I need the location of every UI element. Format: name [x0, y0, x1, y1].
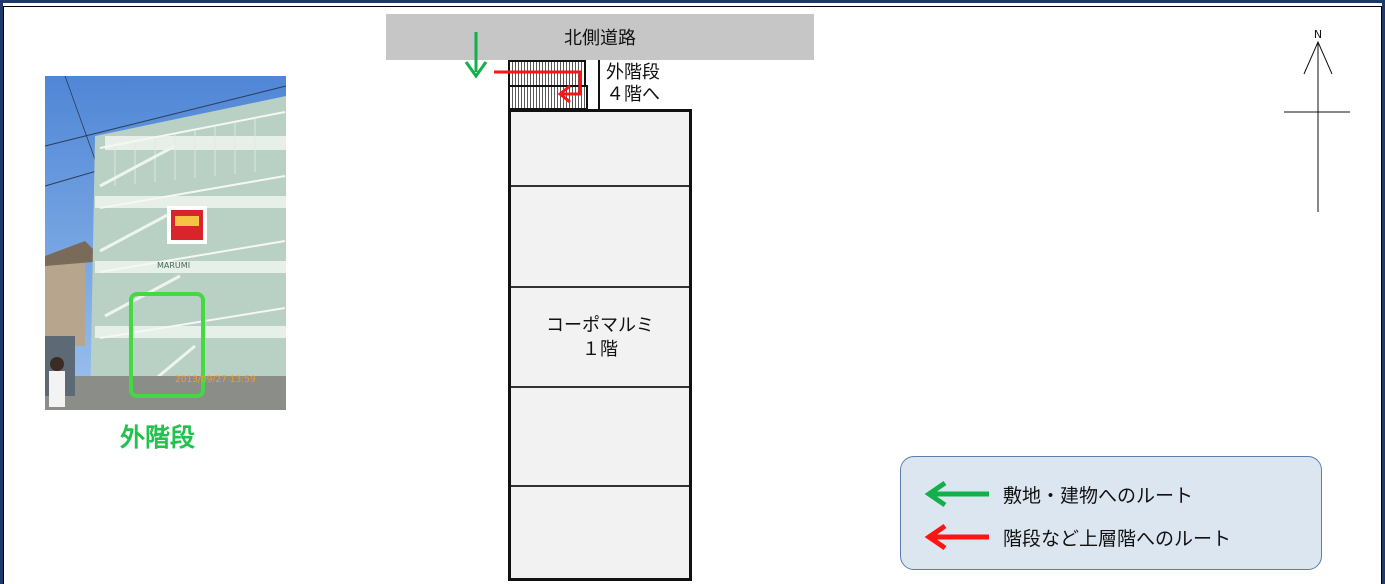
green-route-arrow — [464, 32, 488, 79]
photo-caption: 外階段 — [120, 423, 196, 452]
building-photo: MARUMI 2013/09/27 13:59 — [45, 76, 286, 410]
route-arrows — [464, 32, 582, 104]
sign-text: MARUMI — [157, 261, 190, 270]
compass-north-label: N — [1314, 28, 1322, 41]
photo-illustration: MARUMI 2013/09/27 13:59 — [45, 76, 286, 410]
unit-divider — [511, 185, 689, 187]
green-arrow-icon — [924, 480, 989, 508]
legend-item-upper-floor-route: 階段など上層階へのルート — [921, 522, 1231, 552]
north-road: 北側道路 — [386, 14, 814, 60]
unit-divider — [511, 485, 689, 487]
red-route-arrow — [494, 70, 582, 104]
route-legend: 敷地・建物へのルート 階段など上層階へのルート — [900, 456, 1322, 570]
map-frame — [3, 6, 1382, 584]
legend-item-site-route: 敷地・建物へのルート — [921, 479, 1193, 509]
north-compass: N — [1284, 28, 1350, 212]
red-arrow-icon — [924, 523, 989, 551]
photo-timestamp: 2013/09/27 13:59 — [175, 375, 256, 385]
stair-highlight-box — [129, 292, 205, 398]
stair-label: 外階段 ４階へ — [606, 62, 660, 105]
unit-divider — [511, 286, 689, 288]
legend-label: 階段など上層階へのルート — [1003, 527, 1232, 550]
building-label: コーポマルミ １階 — [546, 315, 654, 360]
building-floorplan: コーポマルミ １階 — [508, 109, 692, 581]
legend-label: 敷地・建物へのルート — [1003, 484, 1194, 507]
unit-divider — [511, 386, 689, 388]
stair-box-edge — [598, 60, 600, 110]
road-label: 北側道路 — [564, 28, 636, 49]
